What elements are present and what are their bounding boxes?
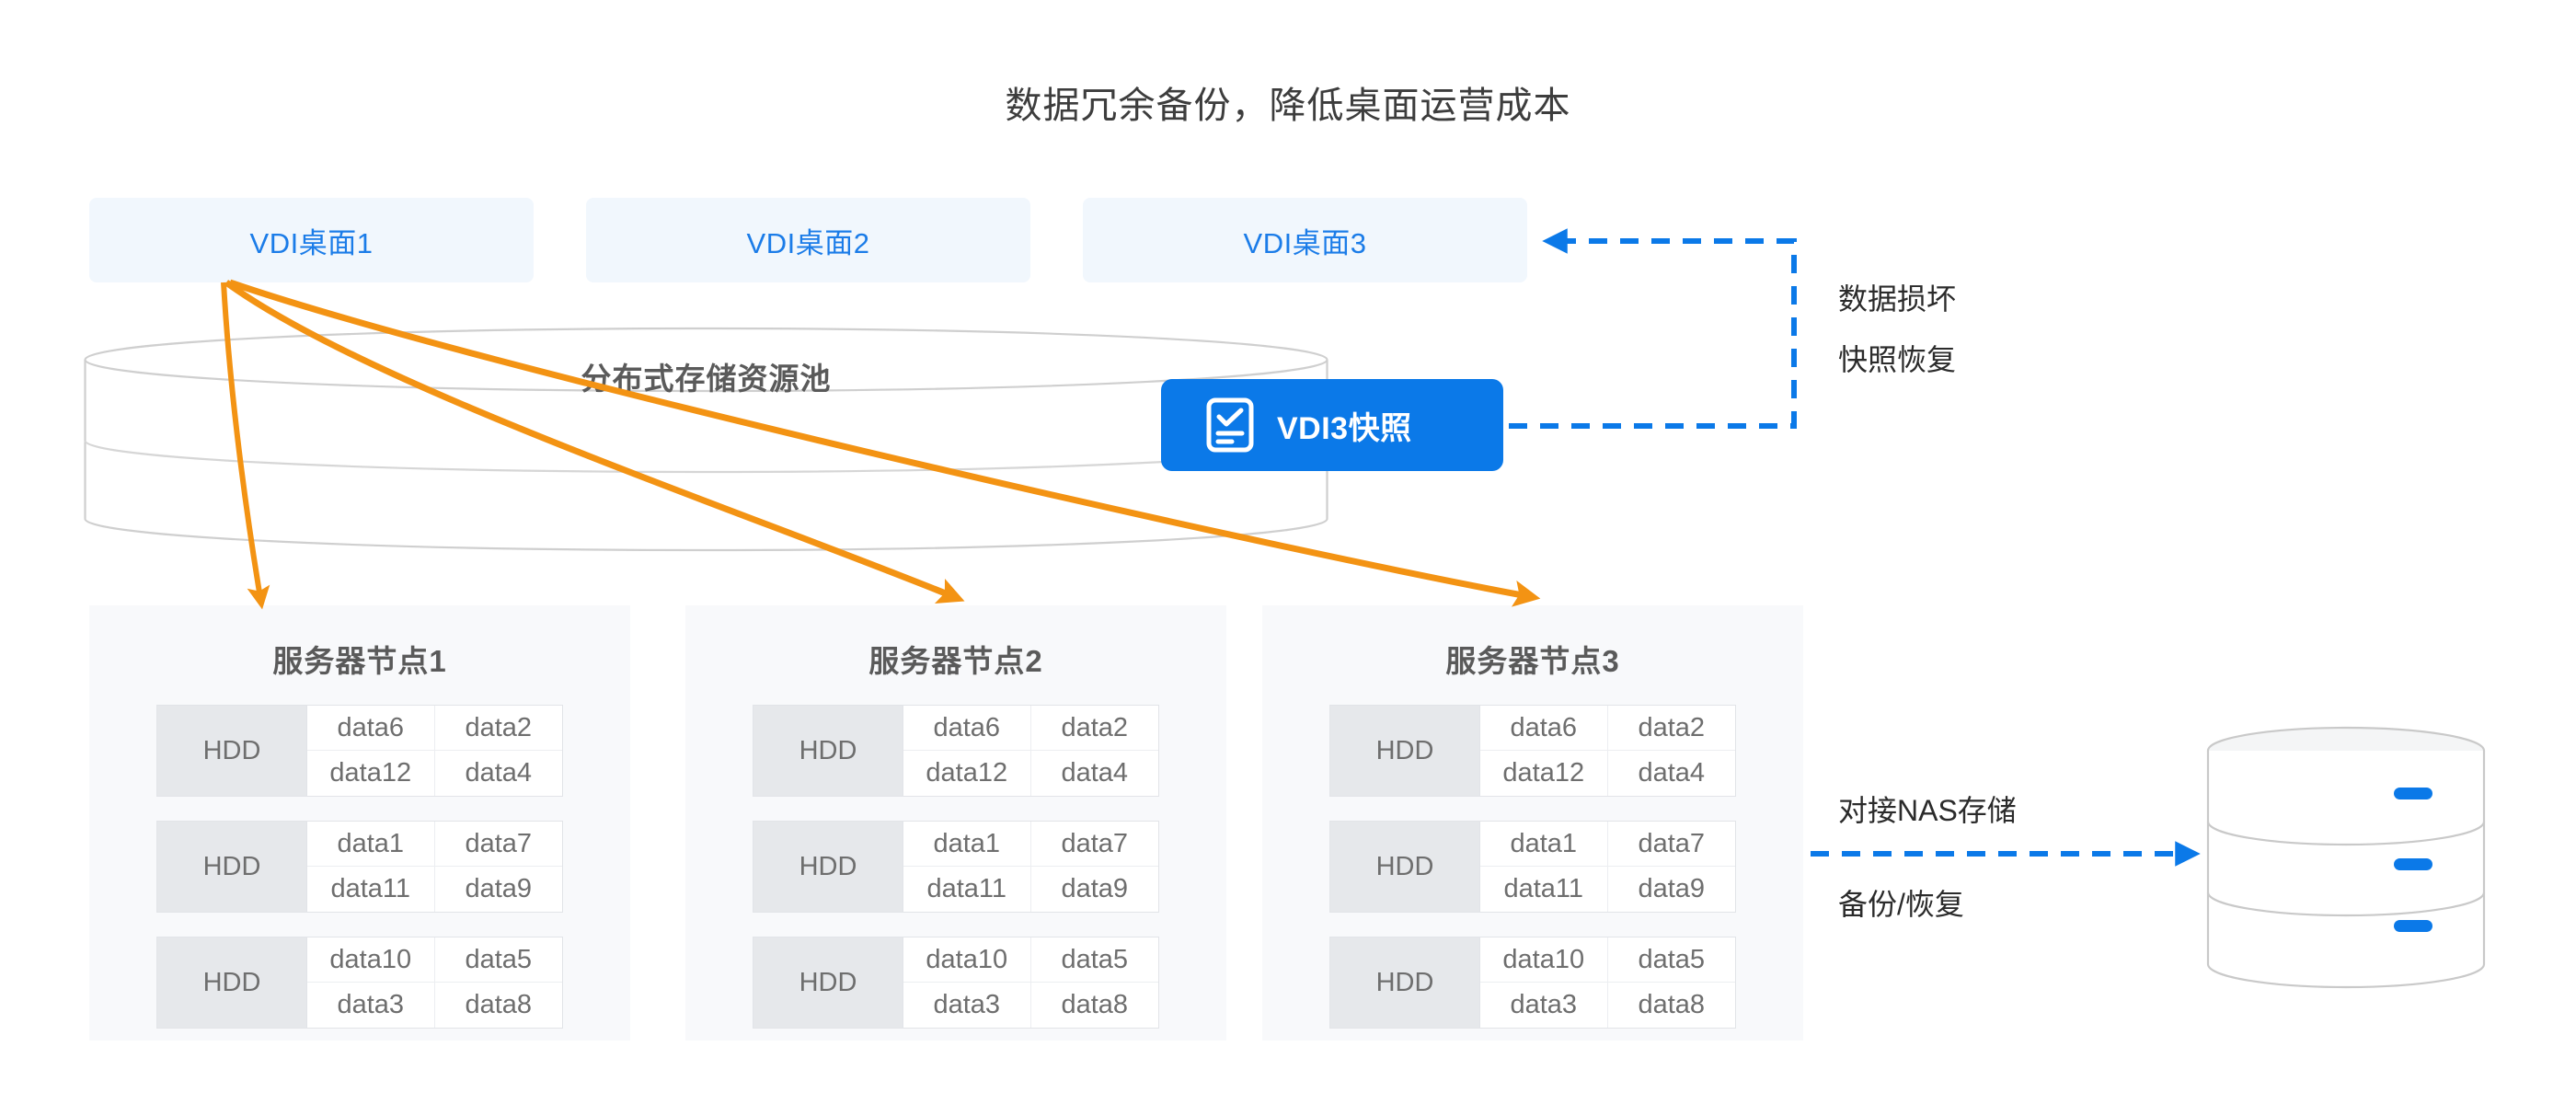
hdd-cell: data12 bbox=[1480, 751, 1608, 796]
hdd-cell: data4 bbox=[1638, 758, 1706, 788]
hdd-cell: data4 bbox=[1061, 758, 1129, 788]
hdd-cell: data1 bbox=[903, 822, 1031, 867]
hdd-cell: data4 bbox=[465, 758, 533, 788]
snapshot-document-check-icon bbox=[1206, 397, 1254, 453]
hdd-cell: data8 bbox=[1638, 990, 1706, 1019]
nas-backup-restore-label: 备份/恢复 bbox=[1838, 888, 1964, 921]
server-node-3: 服务器节点3 HDD data6 data2 data12 data4 HDD … bbox=[1262, 605, 1803, 1041]
hdd-label: HDD bbox=[157, 706, 307, 796]
hdd-cells: data1 data7 data11 data9 bbox=[307, 822, 562, 912]
hdd-label: HDD bbox=[157, 822, 307, 912]
vdi-desktop-2-label: VDI桌面2 bbox=[746, 226, 870, 259]
hdd-row: HDD data6 data2 data12 data4 bbox=[156, 705, 563, 797]
hdd-list: HDD data6 data2 data12 data4 HDD data1 d… bbox=[1329, 705, 1736, 1029]
vdi-desktop-1-label: VDI桌面1 bbox=[249, 226, 374, 259]
restore-note-line-1: 数据损坏 bbox=[1838, 282, 1957, 316]
vdi3-snapshot-label: VDI3快照 bbox=[1277, 410, 1412, 446]
hdd-cell: data6 bbox=[903, 706, 1031, 751]
hdd-cell: data9 bbox=[1061, 874, 1129, 903]
server-node-1: 服务器节点1 HDD data6 data2 data12 data4 HDD … bbox=[89, 605, 630, 1041]
server-node-3-title: 服务器节点3 bbox=[1445, 644, 1620, 678]
hdd-label: HDD bbox=[753, 706, 903, 796]
hdd-cell: data10 bbox=[307, 937, 435, 983]
hdd-cell: data7 bbox=[1030, 822, 1158, 867]
server-node-2-title: 服务器节点2 bbox=[868, 644, 1043, 678]
hdd-cell: data12 bbox=[307, 751, 435, 796]
hdd-label: HDD bbox=[1330, 822, 1480, 912]
hdd-cells: data10 data5 data3 data8 bbox=[903, 937, 1158, 1028]
hdd-cell: data7 bbox=[434, 822, 562, 867]
hdd-cells: data10 data5 data3 data8 bbox=[307, 937, 562, 1028]
hdd-cell: data5 bbox=[434, 937, 562, 983]
hdd-cells: data1 data7 data11 data9 bbox=[1480, 822, 1735, 912]
hdd-cell: data2 bbox=[1607, 706, 1735, 751]
hdd-cell: data10 bbox=[1480, 937, 1608, 983]
hdd-cell: data3 bbox=[903, 983, 1031, 1028]
snapshot-restore-connector bbox=[1509, 228, 1797, 429]
vdi3-snapshot-button[interactable]: VDI3快照 bbox=[1161, 379, 1503, 471]
hdd-cell: data11 bbox=[903, 867, 1031, 912]
hdd-row: HDD data10 data5 data3 data8 bbox=[753, 937, 1159, 1029]
hdd-cell: data10 bbox=[903, 937, 1031, 983]
hdd-cell: data9 bbox=[1638, 874, 1706, 903]
vdi-desktop-3-label: VDI桌面3 bbox=[1243, 226, 1367, 259]
hdd-row: HDD data6 data2 data12 data4 bbox=[753, 705, 1159, 797]
hdd-cell: data8 bbox=[1061, 990, 1129, 1019]
nas-connect-label: 对接NAS存储 bbox=[1838, 794, 2017, 827]
hdd-row: HDD data6 data2 data12 data4 bbox=[1329, 705, 1736, 797]
hdd-cell: data6 bbox=[307, 706, 435, 751]
hdd-label: HDD bbox=[1330, 937, 1480, 1028]
hdd-cell: data8 bbox=[465, 990, 533, 1019]
hdd-cell: data11 bbox=[307, 867, 435, 912]
page-title: 数据冗余备份，降低桌面运营成本 bbox=[1005, 86, 1571, 126]
vdi-desktop-1[interactable]: VDI桌面1 bbox=[89, 198, 534, 282]
hdd-cells: data1 data7 data11 data9 bbox=[903, 822, 1158, 912]
hdd-cell: data6 bbox=[1480, 706, 1608, 751]
hdd-cell: data3 bbox=[307, 983, 435, 1028]
hdd-row: HDD data1 data7 data11 data9 bbox=[156, 821, 563, 913]
snapshot-restore-note: 数据损坏 快照恢复 bbox=[1838, 269, 1956, 390]
hdd-cell: data9 bbox=[465, 874, 533, 903]
hdd-cell: data1 bbox=[307, 822, 435, 867]
hdd-row: HDD data1 data7 data11 data9 bbox=[753, 821, 1159, 913]
hdd-cell: data2 bbox=[1030, 706, 1158, 751]
hdd-row: HDD data1 data7 data11 data9 bbox=[1329, 821, 1736, 913]
hdd-cell: data12 bbox=[903, 751, 1031, 796]
hdd-cell: data1 bbox=[1480, 822, 1608, 867]
vdi-desktop-2[interactable]: VDI桌面2 bbox=[586, 198, 1030, 282]
hdd-cell: data7 bbox=[1607, 822, 1735, 867]
hdd-cell: data3 bbox=[1480, 983, 1608, 1028]
hdd-cell: data5 bbox=[1030, 937, 1158, 983]
hdd-cells: data10 data5 data3 data8 bbox=[1480, 937, 1735, 1028]
hdd-label: HDD bbox=[1330, 706, 1480, 796]
hdd-list: HDD data6 data2 data12 data4 HDD data1 d… bbox=[753, 705, 1159, 1029]
hdd-cells: data6 data2 data12 data4 bbox=[903, 706, 1158, 796]
hdd-cell: data11 bbox=[1480, 867, 1608, 912]
hdd-list: HDD data6 data2 data12 data4 HDD data1 d… bbox=[156, 705, 563, 1029]
hdd-cells: data6 data2 data12 data4 bbox=[1480, 706, 1735, 796]
nas-storage-stack-icon bbox=[2206, 726, 2486, 989]
storage-pool-label: 分布式存储资源池 bbox=[581, 362, 832, 396]
server-node-2: 服务器节点2 HDD data6 data2 data12 data4 HDD … bbox=[685, 605, 1226, 1041]
vdi-desktop-3[interactable]: VDI桌面3 bbox=[1083, 198, 1527, 282]
hdd-row: HDD data10 data5 data3 data8 bbox=[1329, 937, 1736, 1029]
hdd-cell: data5 bbox=[1607, 937, 1735, 983]
hdd-cell: data2 bbox=[434, 706, 562, 751]
hdd-row: HDD data10 data5 data3 data8 bbox=[156, 937, 563, 1029]
hdd-label: HDD bbox=[753, 937, 903, 1028]
hdd-label: HDD bbox=[157, 937, 307, 1028]
hdd-cells: data6 data2 data12 data4 bbox=[307, 706, 562, 796]
server-node-1-title: 服务器节点1 bbox=[272, 644, 447, 678]
hdd-label: HDD bbox=[753, 822, 903, 912]
restore-note-line-2: 快照恢复 bbox=[1838, 343, 1957, 376]
